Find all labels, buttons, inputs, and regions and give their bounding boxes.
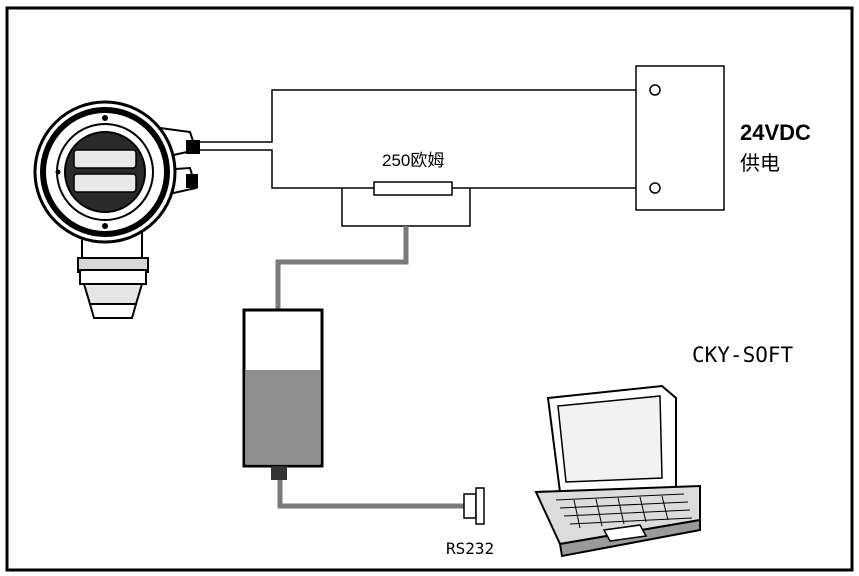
software-label: CKY-SOFT (692, 343, 794, 367)
power-terminal-positive (649, 84, 661, 96)
power-terminal-negative (649, 182, 661, 194)
port-label: RS232 (446, 539, 494, 558)
resistor-symbol (373, 181, 453, 196)
modem-cable (275, 226, 409, 310)
laptop-icon (534, 384, 701, 558)
resistor-label: 250欧姆 (382, 151, 444, 170)
hart-modem-icon (242, 308, 324, 480)
pressure-transmitter-icon (33, 100, 200, 319)
power-voltage-label: 24VDC (740, 120, 811, 145)
rs232-connector-icon (463, 487, 485, 525)
rs232-cable (277, 480, 466, 509)
loop-wires (200, 89, 640, 227)
power-supply-label: 供电 (740, 152, 780, 175)
power-supply-box (635, 65, 725, 211)
